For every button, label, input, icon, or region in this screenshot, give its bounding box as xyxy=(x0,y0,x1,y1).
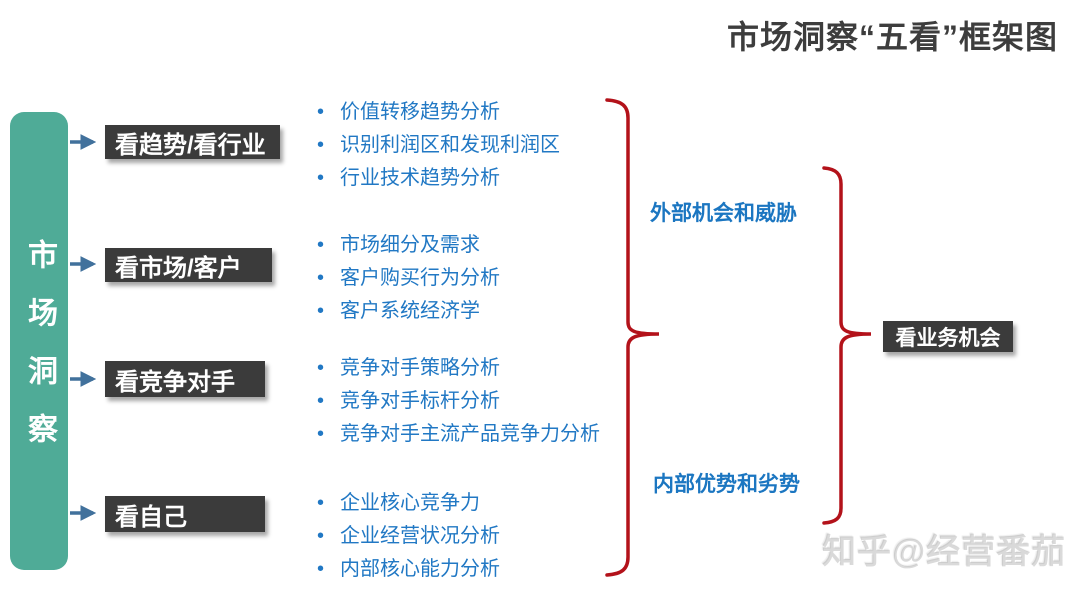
look-box-trends-industry: 看趋势/看行业 xyxy=(105,125,280,159)
competitor-analysis-list: 竞争对手策略分析 竞争对手标杆分析 竞争对手主流产品竞争力分析 xyxy=(303,352,600,451)
business-opportunity-box: 看业务机会 xyxy=(883,321,1013,352)
analysis-item: 内部核心能力分析 xyxy=(303,553,500,586)
market-analysis-list: 市场细分及需求 客户购买行为分析 客户系统经济学 xyxy=(303,229,500,328)
look-box-competitors: 看竞争对手 xyxy=(105,361,265,397)
analysis-item: 企业核心竞争力 xyxy=(303,487,500,520)
watermark: 知乎@经营番茄 xyxy=(822,533,1067,571)
outer-brace xyxy=(605,98,660,577)
self-analysis-list: 企业核心竞争力 企业经营状况分析 内部核心能力分析 xyxy=(303,487,500,586)
look-box-market-customer: 看市场/客户 xyxy=(105,248,272,282)
external-opportunities-threats-label: 外部机会和威胁 xyxy=(650,202,797,225)
analysis-item: 行业技术趋势分析 xyxy=(303,162,560,195)
look-box-self: 看自己 xyxy=(105,496,265,532)
analysis-item: 企业经营状况分析 xyxy=(303,520,500,553)
inner-brace xyxy=(822,166,872,525)
analysis-item: 竞争对手策略分析 xyxy=(303,352,600,385)
page-title: 市场洞察“五看”框架图 xyxy=(726,19,1058,55)
root-node-label: 市场洞察 xyxy=(23,239,56,471)
market-insight-root-node: 市场洞察 xyxy=(10,112,68,570)
analysis-item: 价值转移趋势分析 xyxy=(303,96,560,129)
analysis-item: 竞争对手主流产品竞争力分析 xyxy=(303,418,600,451)
analysis-item: 客户购买行为分析 xyxy=(303,262,500,295)
analysis-item: 客户系统经济学 xyxy=(303,295,500,328)
analysis-item: 市场细分及需求 xyxy=(303,229,500,262)
internal-strengths-weaknesses-label: 内部优势和劣势 xyxy=(653,473,800,496)
trends-analysis-list: 价值转移趋势分析 识别利润区和发现利润区 行业技术趋势分析 xyxy=(303,96,560,195)
analysis-item: 竞争对手标杆分析 xyxy=(303,385,600,418)
analysis-item: 识别利润区和发现利润区 xyxy=(303,129,560,162)
